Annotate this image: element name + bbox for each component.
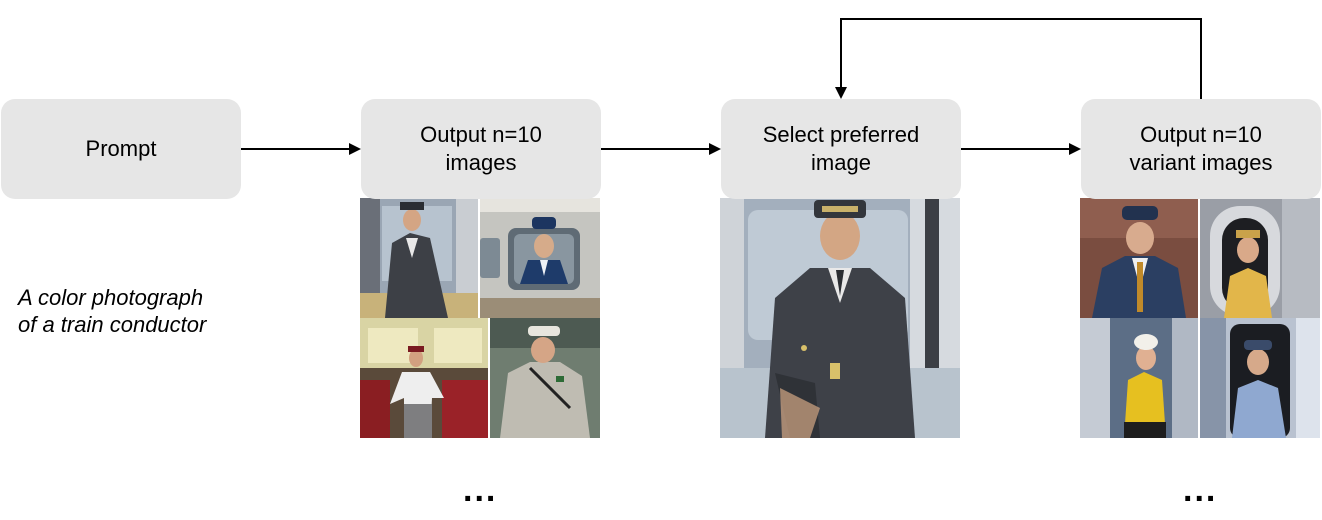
variant-images-label-line2: variant images xyxy=(1129,150,1273,175)
output-images-label-line1: Output n=10 xyxy=(420,122,542,147)
output-images-box: Output n=10 images xyxy=(361,99,601,199)
conductor-photo-1 xyxy=(360,198,478,318)
prompt-example-line2: of a train conductor xyxy=(18,312,207,337)
select-image-label-line1: Select preferred xyxy=(762,122,920,147)
variant-photo-4 xyxy=(1200,318,1320,438)
output-images-label-line2: images xyxy=(445,150,517,175)
variant-photo-2 xyxy=(1200,198,1320,318)
variant-images-box: Output n=10 variant images xyxy=(1081,99,1321,199)
selected-conductor-photo xyxy=(720,198,960,438)
prompt-box-label: Prompt xyxy=(85,136,157,161)
select-image-label-line2: image xyxy=(811,150,871,175)
variant-photo-1 xyxy=(1080,198,1198,318)
output-more-ellipsis: ... xyxy=(463,471,498,509)
conductor-photo-2 xyxy=(480,198,600,318)
conductor-photo-3 xyxy=(360,318,488,438)
conductor-photo-4 xyxy=(490,318,600,438)
arrow-feedback-loop xyxy=(835,18,1202,99)
variant-images-label-line1: Output n=10 xyxy=(1140,122,1262,147)
select-image-box: Select preferred image xyxy=(721,99,961,199)
prompt-example-line1: A color photograph xyxy=(18,285,204,310)
variant-more-ellipsis: ... xyxy=(1183,471,1218,509)
variant-photo-3 xyxy=(1080,318,1198,438)
prompt-example-text: A color photograph of a train conductor xyxy=(18,284,206,338)
prompt-box: Prompt xyxy=(1,99,241,199)
